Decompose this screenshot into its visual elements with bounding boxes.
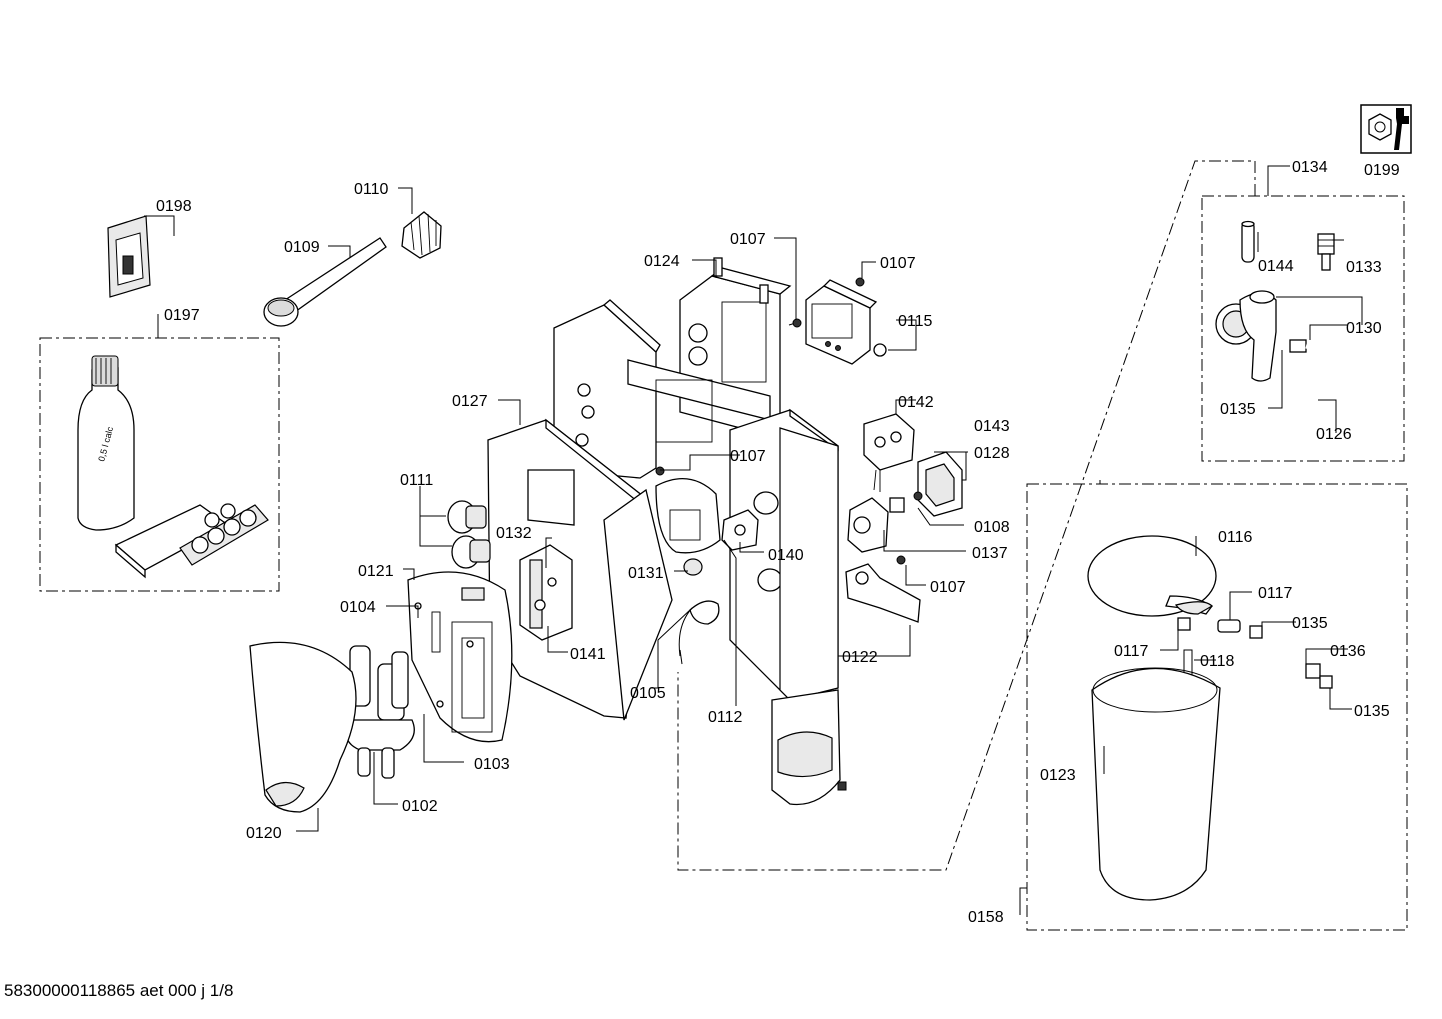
brush [401,211,442,259]
connector-0142 [863,413,915,492]
valve-assembly-0140 [655,478,759,665]
label-0135-milk-top: 0135 [1292,615,1328,632]
group-outlines [39,160,1408,931]
label-0158: 0158 [968,909,1004,926]
label-0122: 0122 [842,649,878,666]
label-0108: 0108 [974,519,1010,536]
steam-unit-0103 [345,645,415,779]
descaling-kit-group-box [39,337,280,592]
label-0135-frother: 0135 [1220,401,1256,418]
label-0143: 0143 [974,418,1010,435]
switch-module-0132 [519,544,573,641]
label-0137: 0137 [972,545,1008,562]
label-0112: 0112 [708,709,743,726]
measuring-spoon [263,237,387,327]
label-0131: 0131 [628,565,664,582]
label-0127: 0127 [452,393,488,410]
label-0102: 0102 [402,798,438,815]
frother-group-box [1201,195,1405,462]
label-0128: 0128 [974,445,1010,462]
label-0199: 0199 [1364,162,1400,179]
label-0116: 0116 [1218,529,1253,546]
pcb-0115 [805,279,887,365]
rear-panel [553,299,771,479]
label-0132: 0132 [496,525,532,542]
label-0144: 0144 [1258,258,1294,275]
sensor-0137 [847,491,923,553]
cleaning-tablets [114,503,269,579]
label-0120: 0120 [246,825,282,842]
knobs-0111 [447,500,491,569]
milk-container-group-box [1026,483,1408,931]
label-0140: 0140 [768,547,804,564]
screws-0107 [655,277,906,565]
label-0107-low: 0107 [930,579,966,596]
milk-container-parts [1087,535,1333,901]
lever-0122 [845,563,921,623]
side-panel-0122 [729,408,839,701]
label-0130: 0130 [1346,320,1382,337]
label-0134: 0134 [1292,159,1328,176]
wrench-nut-icon [1360,104,1412,154]
document-id: 58300000118865 aet 000 j 1/8 [4,981,234,1000]
frother-parts [1215,220,1339,447]
holder-0128 [917,451,963,517]
label-0197: 0197 [164,307,200,324]
label-0141: 0141 [570,646,606,663]
label-0103: 0103 [474,756,510,773]
descaling-sachet [107,215,151,298]
label-0107-mid: 0107 [730,448,766,465]
control-cover-0121 [407,571,513,743]
leader-lines [144,165,1363,915]
label-0118: 0118 [1200,653,1235,670]
label-0135-milk-bottom: 0135 [1354,703,1390,720]
descaling-bottle: 0,5 l calc [77,355,135,531]
label-0133: 0133 [1346,259,1382,276]
drip-part [771,689,847,806]
label-0109: 0109 [284,239,320,256]
label-0142: 0142 [898,394,934,411]
cup-0120 [249,641,357,813]
label-0136: 0136 [1330,643,1366,660]
label-0115: 0115 [898,313,933,330]
hose-connection-dashline [677,160,1256,871]
label-0110: 0110 [354,181,389,198]
label-0104: 0104 [340,599,376,616]
label-0111: 0111 [400,472,433,489]
part-labels: 0199 0134 0144 0133 0130 0135 0126 0198 … [156,159,1400,926]
label-0121: 0121 [358,563,394,580]
label-0124: 0124 [644,253,680,270]
label-0117-right: 0117 [1258,585,1293,602]
label-0107-pcb: 0107 [880,255,916,272]
label-0198: 0198 [156,198,192,215]
label-0117-left: 0117 [1114,643,1149,660]
label-0107-top: 0107 [730,231,766,248]
label-0105: 0105 [630,685,666,702]
label-0123: 0123 [1040,767,1076,784]
label-0126: 0126 [1316,426,1352,443]
